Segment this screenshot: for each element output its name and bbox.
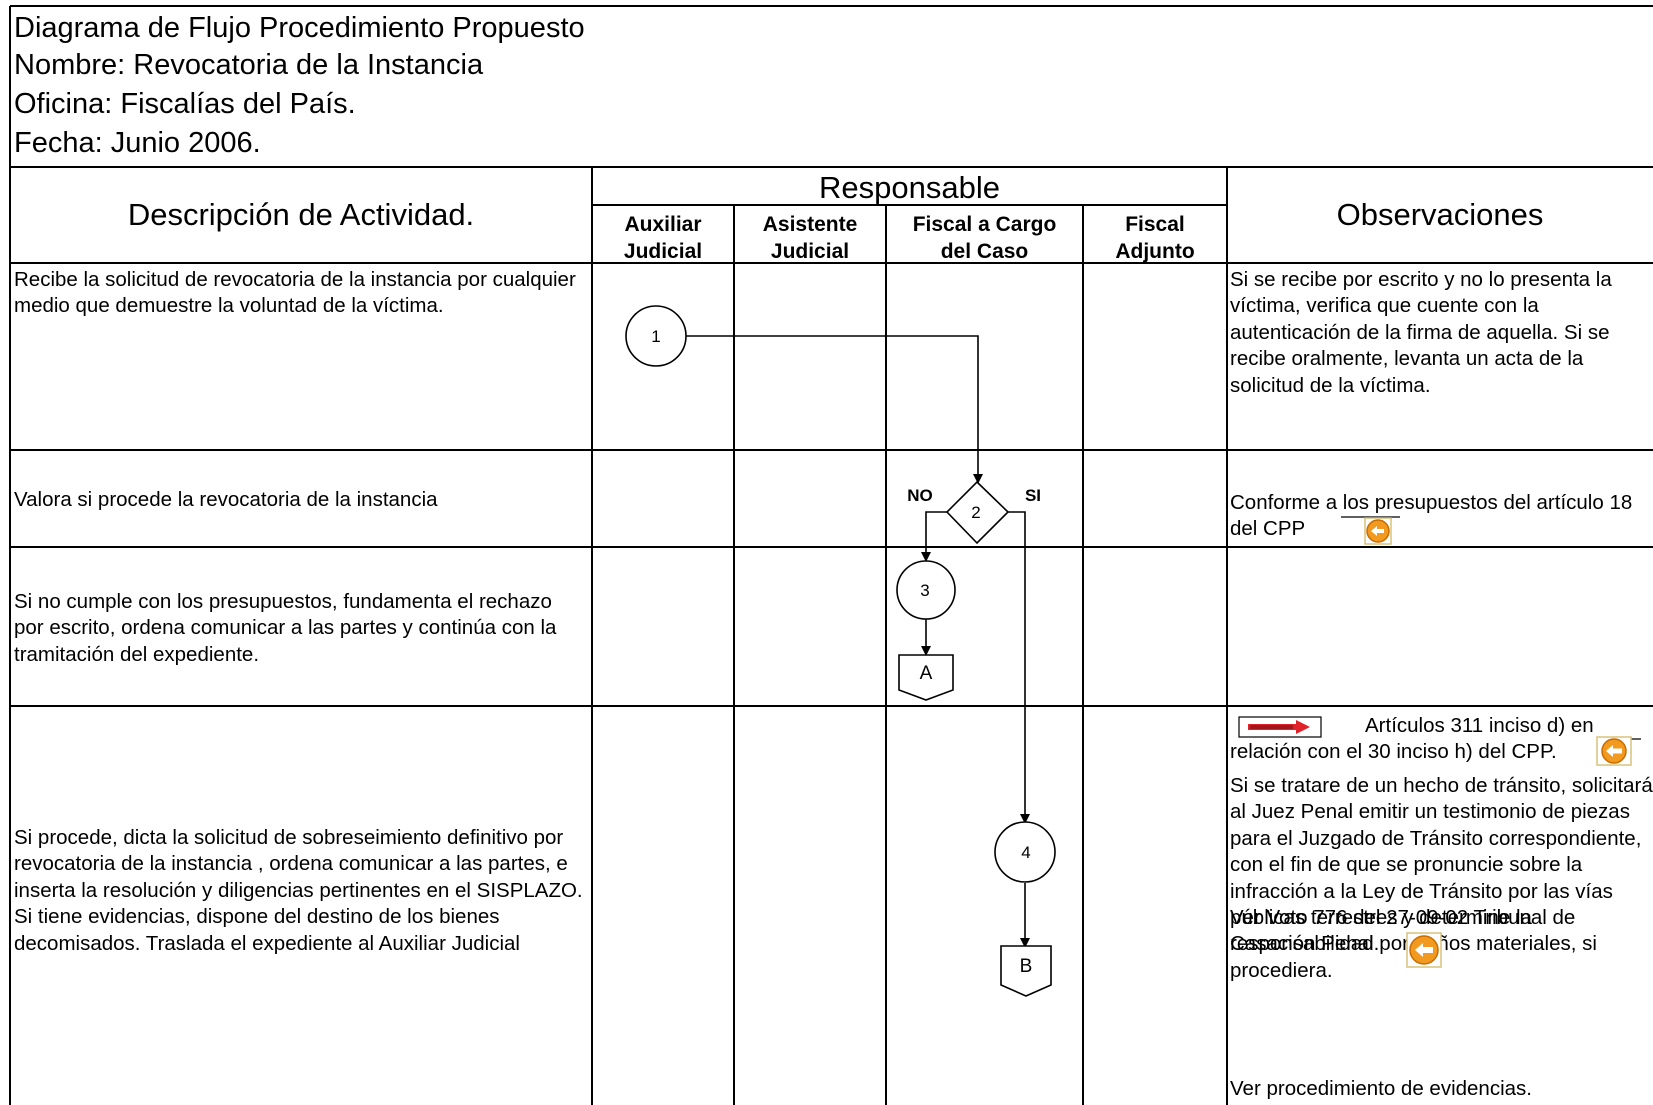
node-3-label: 3 — [920, 581, 929, 600]
row-3-description: Si no cumple con los presupuestos, funda… — [14, 590, 557, 666]
col-header-observaciones: Observaciones — [1336, 197, 1544, 232]
row-4-observations-evidencias: Ver procedimiento de evidencias. — [1230, 1077, 1532, 1100]
edge-2-si-to-4 — [1008, 511, 1030, 824]
row-1-description: Recibe la solicitud de revocatoria de la… — [14, 268, 576, 318]
row-4-observations-transito: Si se tratare de un hecho de tránsito, s… — [1230, 774, 1653, 982]
back-arrow-icon[interactable] — [1596, 736, 1632, 766]
col-header-descripcion: Descripción de Actividad. — [127, 197, 475, 232]
procedure-name: Nombre: Revocatoria de la Instancia — [14, 49, 484, 81]
row-4-observations-voto: Ver Voto 776 del 27-09-02 Tribunal de Ca… — [1230, 906, 1576, 956]
date-label: Fecha: Junio 2006. — [14, 127, 261, 159]
connector-a-shape — [898, 654, 954, 701]
back-arrow-icon[interactable] — [1406, 932, 1442, 968]
node-1-circle — [625, 305, 687, 367]
branch-no-label: NO — [907, 486, 933, 505]
row-2-observations: Conforme a los presupuestos del artículo… — [1230, 490, 1653, 543]
branch-si-label: SI — [1025, 486, 1041, 505]
node-2-diamond — [945, 480, 1010, 545]
node-4-circle — [994, 821, 1056, 883]
connector-b-label: B — [1020, 956, 1033, 977]
node-1-label: 1 — [651, 327, 660, 346]
col-header-responsable: Responsable — [819, 170, 1000, 205]
row-4-articulos-text: Artículos 311 inciso d) en relación con … — [1230, 714, 1594, 764]
office-name: Oficina: Fiscalías del País. — [14, 88, 356, 120]
row-4-observations-articulos: Artículos 311 inciso d) en relación con … — [1230, 713, 1653, 766]
connector-a-label: A — [920, 663, 933, 684]
node-3-circle — [896, 560, 956, 620]
connector-b-shape — [1000, 945, 1052, 997]
row-4-description: Si procede, dicta la solicitud de sobres… — [14, 826, 583, 955]
red-arrow-link-icon[interactable] — [1238, 716, 1322, 738]
back-arrow-icon[interactable] — [1364, 517, 1392, 545]
node-2-label: 2 — [971, 503, 980, 522]
node-4-label: 4 — [1021, 843, 1030, 862]
edge-2-no-to-3 — [921, 511, 947, 562]
row-1-observations: Si se recibe por escrito y no lo present… — [1230, 268, 1612, 397]
row-2-description: Valora si procede la revocatoria de la i… — [14, 488, 438, 511]
edge-1-to-2 — [686, 335, 983, 484]
diagram-title: Diagrama de Flujo Procedimiento Propuest… — [14, 12, 585, 44]
row-2-observations-text: Conforme a los presupuestos del artículo… — [1230, 491, 1633, 541]
